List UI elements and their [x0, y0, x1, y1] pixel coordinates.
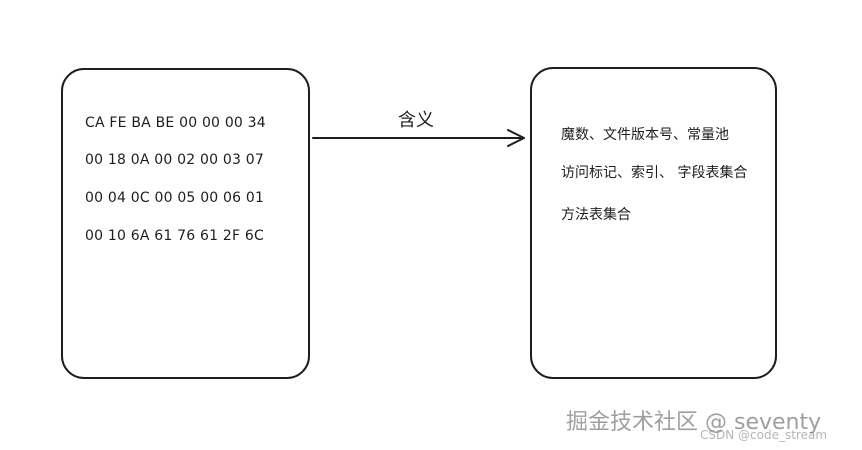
arrow-label: 含义: [398, 110, 434, 131]
hex-line-4: 00 10 6A 61 76 61 2F 6C: [85, 228, 264, 244]
meaning-line-2: 访问标记、索引、 字段表集合: [561, 165, 748, 181]
watermark-main: 掘金技术社区 @ seventy: [566, 410, 822, 435]
hex-line-1: CA FE BA BE 00 00 00 34: [85, 115, 266, 131]
meaning-line-3: 方法表集合: [561, 207, 631, 223]
arrow-head: [507, 129, 525, 147]
hex-line-2: 00 18 0A 00 02 00 03 07: [85, 152, 264, 168]
meaning-box: [530, 67, 777, 379]
hex-bytes-box: [61, 68, 310, 379]
watermark-sub: CSDN @code_stream: [700, 428, 828, 442]
meaning-line-1: 魔数、文件版本号、常量池: [561, 127, 729, 143]
hex-line-3: 00 04 0C 00 05 00 06 01: [85, 190, 265, 206]
